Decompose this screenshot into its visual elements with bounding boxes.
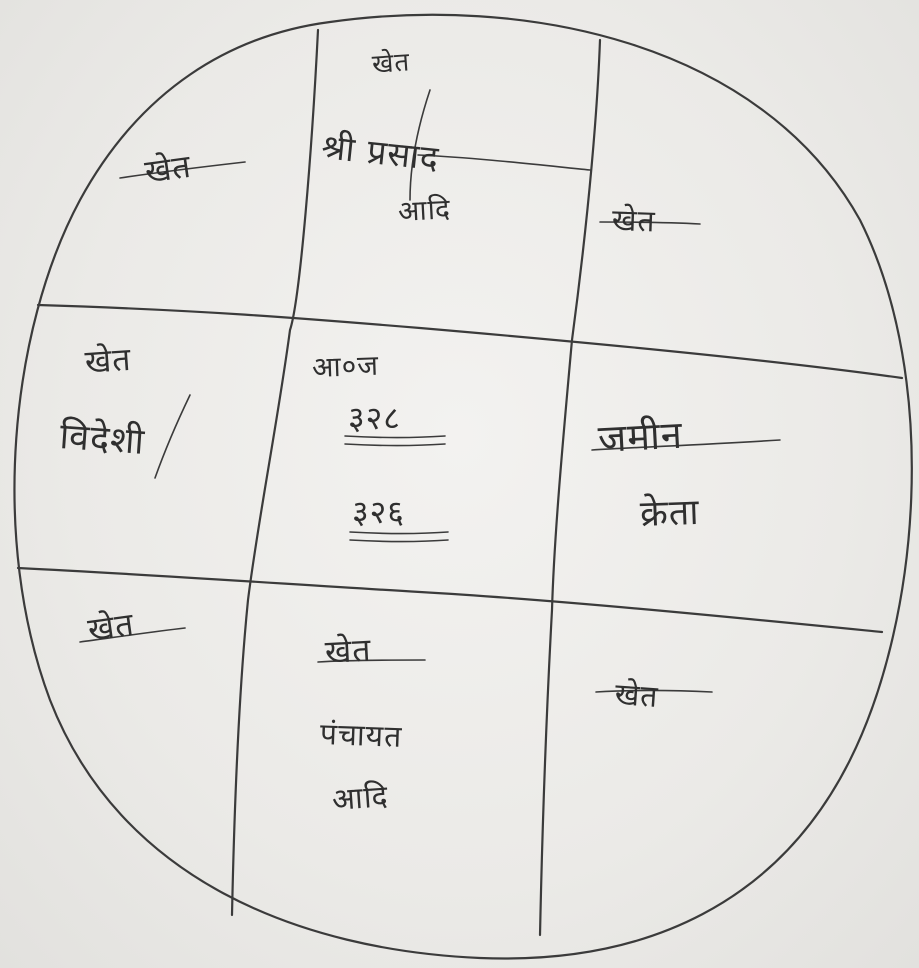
cell-bottom-center-label-1: खेत	[324, 628, 373, 673]
cell-mid-left-label-1: खेत	[84, 337, 133, 383]
cell-bottom-right-label: खेत	[614, 672, 660, 716]
underline-top	[418, 155, 590, 170]
cell-top-right-label: खेत	[611, 198, 656, 240]
cell-top-center-label-1: खेत	[371, 42, 412, 81]
cell-mid-center-label-2: ३२८	[348, 396, 401, 439]
cell-bottom-center-label-2: पंचायत	[319, 712, 403, 756]
grid-line-horizontal-bottom	[18, 568, 882, 632]
cell-mid-center-label-1: आ०ज	[311, 346, 379, 386]
slash-mid-left	[155, 395, 190, 478]
cell-mid-center-label-3: ३२६	[352, 490, 405, 533]
underline-328-b	[345, 444, 445, 446]
cell-mid-right-label-1: जमीन	[597, 408, 684, 464]
cell-bottom-left-label: खेत	[85, 602, 137, 651]
grid-line-horizontal-top	[38, 305, 902, 378]
cell-top-left-label: खेत	[142, 144, 194, 193]
grid-line-vertical-right	[540, 40, 600, 935]
cell-bottom-center-label-3: आदि	[331, 774, 390, 819]
cell-top-center-label-3: आदि	[397, 189, 452, 230]
cell-mid-left-label-2: विदेशी	[58, 410, 146, 465]
underline-326-b	[350, 540, 448, 542]
cell-mid-right-label-2: क्रेता	[639, 486, 700, 537]
